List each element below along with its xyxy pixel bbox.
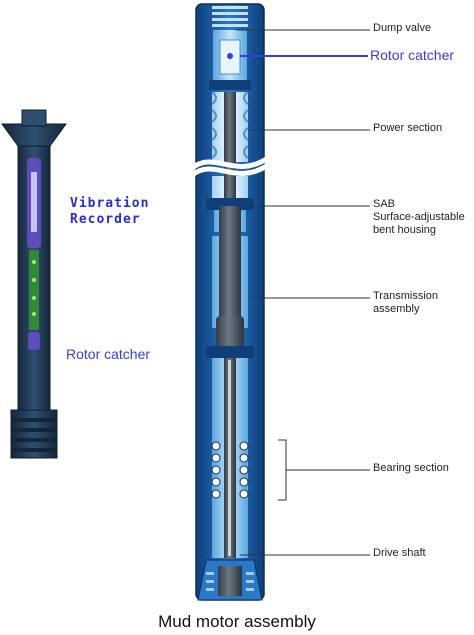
vibration-label-line1: Vibration bbox=[70, 196, 150, 211]
power-section-part bbox=[190, 91, 270, 200]
drive-shaft-part bbox=[197, 358, 263, 601]
transmission-label-line2: assembly bbox=[373, 303, 420, 315]
sab-label: SAB Surface-adjustable bent housing bbox=[373, 198, 465, 237]
left-rotor-catcher-label: Rotor catcher bbox=[66, 346, 151, 362]
mud-motor-tool bbox=[190, 3, 270, 601]
recorder-electronics bbox=[27, 158, 41, 350]
sab-label-line2: Surface-adjustable bbox=[373, 211, 465, 223]
sab-bent-housing-part bbox=[206, 198, 254, 236]
sab-label-line3: bent housing bbox=[373, 224, 436, 236]
leader-lines bbox=[236, 29, 370, 556]
vibration-recorder-label: Vibration Recorder bbox=[70, 196, 149, 228]
bearing-section-label: Bearing section bbox=[373, 462, 449, 474]
diagram-title: Mud motor assembly bbox=[158, 612, 316, 631]
power-section-label: Power section bbox=[373, 122, 443, 134]
transmission-label: Transmission assembly bbox=[373, 290, 438, 316]
dump-valve-part bbox=[209, 30, 251, 90]
right-rotor-catcher-label: Rotor catcher bbox=[370, 47, 455, 63]
leader-bearing-bracket bbox=[278, 439, 370, 501]
drive-shaft-label: Drive shaft bbox=[373, 547, 426, 559]
transmission-assembly-part bbox=[206, 236, 254, 358]
transmission-label-line1: Transmission bbox=[373, 290, 438, 302]
vibration-label-line2: Recorder bbox=[70, 212, 141, 227]
dump-valve-label: Dump valve bbox=[373, 22, 432, 34]
sab-label-line1: SAB bbox=[373, 198, 396, 210]
vibration-recorder-tool bbox=[1, 109, 67, 459]
